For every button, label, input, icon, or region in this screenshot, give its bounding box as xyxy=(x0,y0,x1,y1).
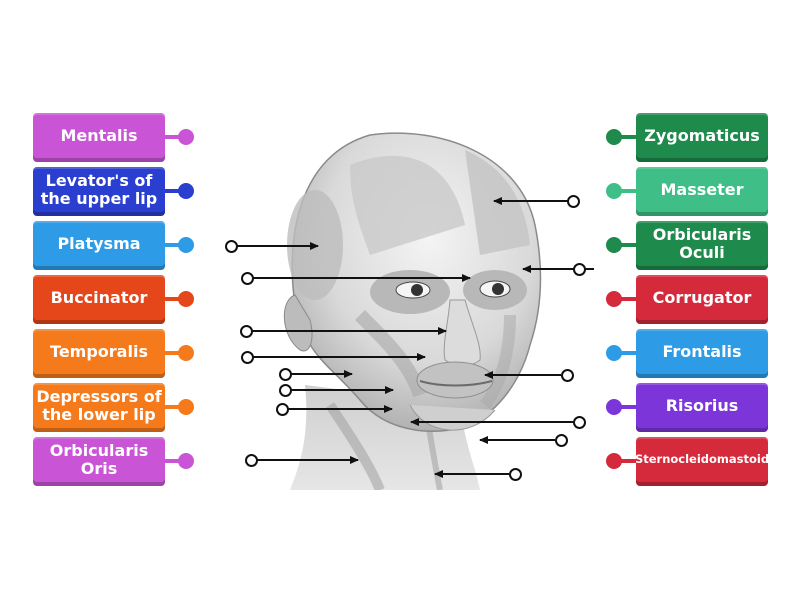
facial-muscles-illustration xyxy=(283,132,542,490)
arrowhead-icon xyxy=(522,265,531,273)
connector-line xyxy=(165,459,185,463)
arrowhead-icon xyxy=(417,353,426,361)
drop-target-pin[interactable] xyxy=(278,383,292,397)
drop-target-pin[interactable] xyxy=(560,368,574,382)
drag-handle-knob[interactable] xyxy=(606,453,622,469)
label-text: Orbicularis Oris xyxy=(49,440,149,478)
label-mentalis[interactable]: Mentalis xyxy=(33,113,165,162)
drag-handle-knob[interactable] xyxy=(606,237,622,253)
label-zygomaticus[interactable]: Zygomaticus xyxy=(636,113,768,162)
drag-handle-knob[interactable] xyxy=(178,129,194,145)
drop-target-pin[interactable] xyxy=(240,350,254,364)
label-text: Masseter xyxy=(660,179,744,199)
pointer-arrow xyxy=(411,421,573,423)
pointer-arrow xyxy=(253,356,425,358)
drop-target-pin[interactable] xyxy=(244,453,258,467)
arrowhead-icon xyxy=(310,242,319,250)
label-platysma[interactable]: Platysma xyxy=(33,221,165,270)
label-masseter[interactable]: Masseter xyxy=(636,167,768,216)
pointer-arrow xyxy=(485,374,561,376)
label-orbicularis-oculi[interactable]: Orbicularis Oculi xyxy=(636,221,768,270)
label-orbicularis-oris[interactable]: Orbicularis Oris xyxy=(33,437,165,486)
pointer-arrow xyxy=(494,200,568,202)
drag-handle-knob[interactable] xyxy=(178,453,194,469)
label-sternocleidomastoid[interactable]: Sternocleidomastoid xyxy=(634,437,770,486)
arrowhead-icon xyxy=(493,197,502,205)
pointer-arrow xyxy=(291,373,352,375)
drop-target-pin[interactable] xyxy=(224,239,238,253)
pointer-arrow xyxy=(291,389,393,391)
drag-handle-knob[interactable] xyxy=(178,237,194,253)
arrowhead-icon xyxy=(350,456,359,464)
drag-handle-knob[interactable] xyxy=(606,345,622,361)
arrowhead-icon xyxy=(484,371,493,379)
label-text: Orbicularis Oculi xyxy=(652,224,752,262)
pointer-arrow xyxy=(252,330,446,332)
label-text: Corrugator xyxy=(652,287,752,307)
connector-line xyxy=(616,189,636,193)
drag-handle-knob[interactable] xyxy=(178,345,194,361)
drag-handle-knob[interactable] xyxy=(606,291,622,307)
drag-handle-knob[interactable] xyxy=(606,183,622,199)
arrowhead-icon xyxy=(385,386,394,394)
label-depressors-of-the-lower-lip[interactable]: Depressors of the lower lip xyxy=(33,383,165,432)
label-text: Temporalis xyxy=(50,341,148,361)
label-temporalis[interactable]: Temporalis xyxy=(33,329,165,378)
drop-target-pin[interactable] xyxy=(566,194,580,208)
pointer-arrow xyxy=(435,473,509,475)
drop-target-pin[interactable] xyxy=(239,324,253,338)
label-text: Buccinator xyxy=(50,287,148,307)
label-text: Zygomaticus xyxy=(644,125,760,145)
arrowhead-icon xyxy=(462,274,471,282)
pointer-arrow xyxy=(523,268,594,270)
drag-handle-knob[interactable] xyxy=(606,399,622,415)
drop-target-pin[interactable] xyxy=(508,467,522,481)
label-corrugator[interactable]: Corrugator xyxy=(636,275,768,324)
connector-line xyxy=(165,243,185,247)
drop-target-pin[interactable] xyxy=(572,262,586,276)
arrowhead-icon xyxy=(438,327,447,335)
drop-target-pin[interactable] xyxy=(554,433,568,447)
pointer-arrow xyxy=(257,459,358,461)
drop-target-pin[interactable] xyxy=(240,271,254,285)
drag-handle-knob[interactable] xyxy=(606,129,622,145)
connector-line xyxy=(165,351,185,355)
connector-line xyxy=(165,405,185,409)
connector-line xyxy=(616,135,636,139)
drag-handle-knob[interactable] xyxy=(178,183,194,199)
arrowhead-icon xyxy=(434,470,443,478)
connector-line xyxy=(165,135,185,139)
label-frontalis[interactable]: Frontalis xyxy=(636,329,768,378)
arrowhead-icon xyxy=(479,436,488,444)
label-text: Sternocleidomastoid xyxy=(634,452,770,467)
drop-target-pin[interactable] xyxy=(275,402,289,416)
arrowhead-icon xyxy=(384,405,393,413)
arrowhead-icon xyxy=(344,370,353,378)
arrowhead-icon xyxy=(410,418,419,426)
drag-handle-knob[interactable] xyxy=(178,291,194,307)
drop-target-pin[interactable] xyxy=(572,415,586,429)
connector-line xyxy=(165,189,185,193)
pointer-arrow xyxy=(237,245,318,247)
label-text: Mentalis xyxy=(60,125,138,145)
connector-line xyxy=(616,459,636,463)
label-text: Depressors of the lower lip xyxy=(36,386,162,424)
pointer-arrow xyxy=(288,408,392,410)
pointer-arrow xyxy=(480,439,555,441)
label-buccinator[interactable]: Buccinator xyxy=(33,275,165,324)
label-text: Levator's of the upper lip xyxy=(40,170,158,208)
pointer-arrow xyxy=(253,277,470,279)
label-levator-s-of-the-upper-lip[interactable]: Levator's of the upper lip xyxy=(33,167,165,216)
drag-handle-knob[interactable] xyxy=(178,399,194,415)
connector-line xyxy=(165,297,185,301)
connector-line xyxy=(616,297,636,301)
connector-line xyxy=(616,351,636,355)
connector-line xyxy=(616,243,636,247)
label-text: Frontalis xyxy=(662,341,742,361)
drop-target-pin[interactable] xyxy=(278,367,292,381)
label-text: Platysma xyxy=(57,233,141,253)
label-risorius[interactable]: Risorius xyxy=(636,383,768,432)
label-text: Risorius xyxy=(665,395,739,415)
connector-line xyxy=(616,405,636,409)
